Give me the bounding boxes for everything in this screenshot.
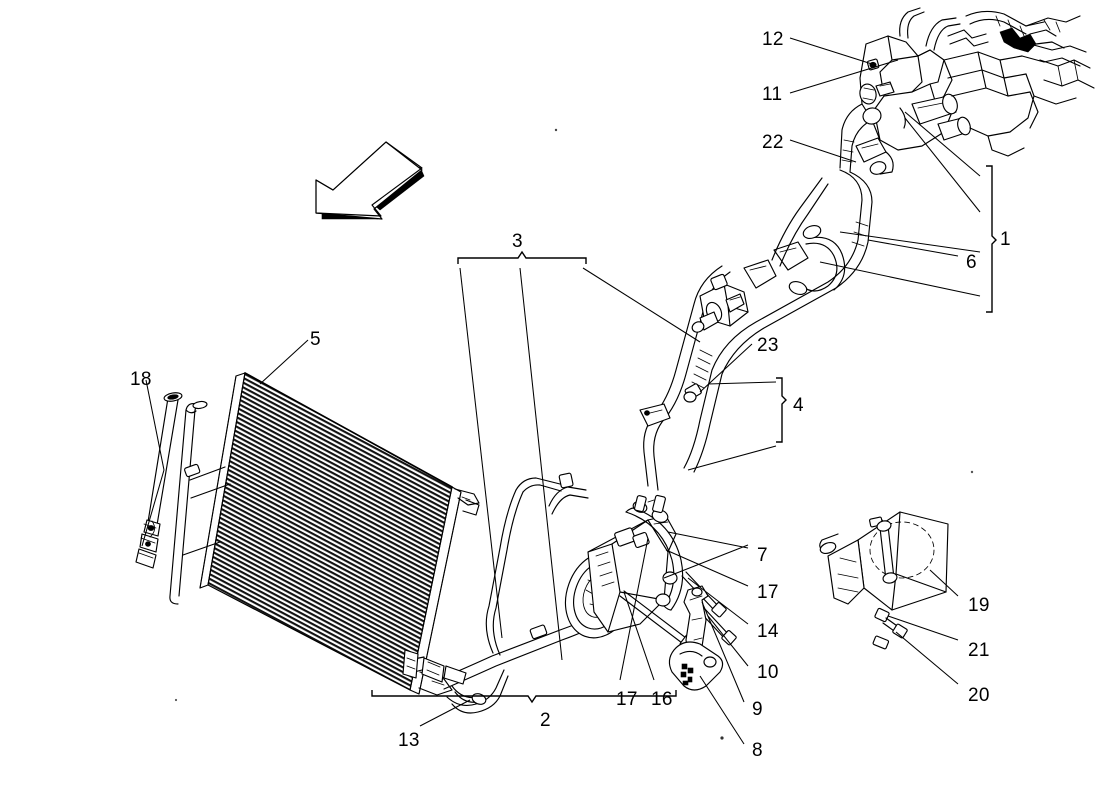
callout-label-17-upper: 17 — [757, 582, 779, 603]
callout-label-10: 10 — [757, 662, 779, 683]
callout-label-8: 8 — [752, 740, 763, 761]
hose-manifold — [691, 225, 846, 333]
callout-label-6: 6 — [966, 252, 977, 273]
callout-label-12: 12 — [762, 29, 784, 50]
callout-label-5: 5 — [310, 329, 321, 350]
compressor-shield — [819, 511, 949, 650]
condenser-assembly — [169, 372, 480, 696]
callout-label-11: 11 — [762, 84, 783, 105]
hose-corrugation — [691, 349, 713, 389]
callout-label-7: 7 — [757, 545, 768, 566]
engine-bay-assembly — [839, 7, 1095, 175]
callout-label-23: 23 — [757, 335, 779, 356]
direction-arrow — [315, 141, 425, 220]
callout-label-9: 9 — [752, 699, 763, 720]
callout-label-21: 21 — [968, 640, 990, 661]
callout-label-3: 3 — [512, 231, 523, 252]
callout-label-19: 19 — [968, 595, 990, 616]
callout-brackets — [371, 165, 997, 704]
callout-label-18: 18 — [130, 369, 152, 390]
callout-label-17-lower: 17 — [616, 689, 638, 710]
leader-lines — [141, 37, 981, 745]
callout-label-4: 4 — [793, 395, 804, 416]
callout-label-1: 1 — [1000, 229, 1011, 250]
callout-label-20: 20 — [968, 685, 990, 706]
wiring-cluster — [999, 19, 1065, 53]
refrigerant-hose-network — [639, 169, 873, 491]
fastener-group — [619, 571, 737, 691]
lower-pipe-assembly — [402, 472, 623, 714]
callout-label-13: 13 — [398, 730, 420, 751]
scan-artifacts — [174, 128, 974, 740]
callout-label-14: 14 — [757, 621, 779, 642]
callout-label-22: 22 — [762, 132, 784, 153]
callout-label-16: 16 — [651, 689, 673, 710]
callout-label-2: 2 — [540, 710, 551, 731]
compressor — [564, 494, 684, 639]
